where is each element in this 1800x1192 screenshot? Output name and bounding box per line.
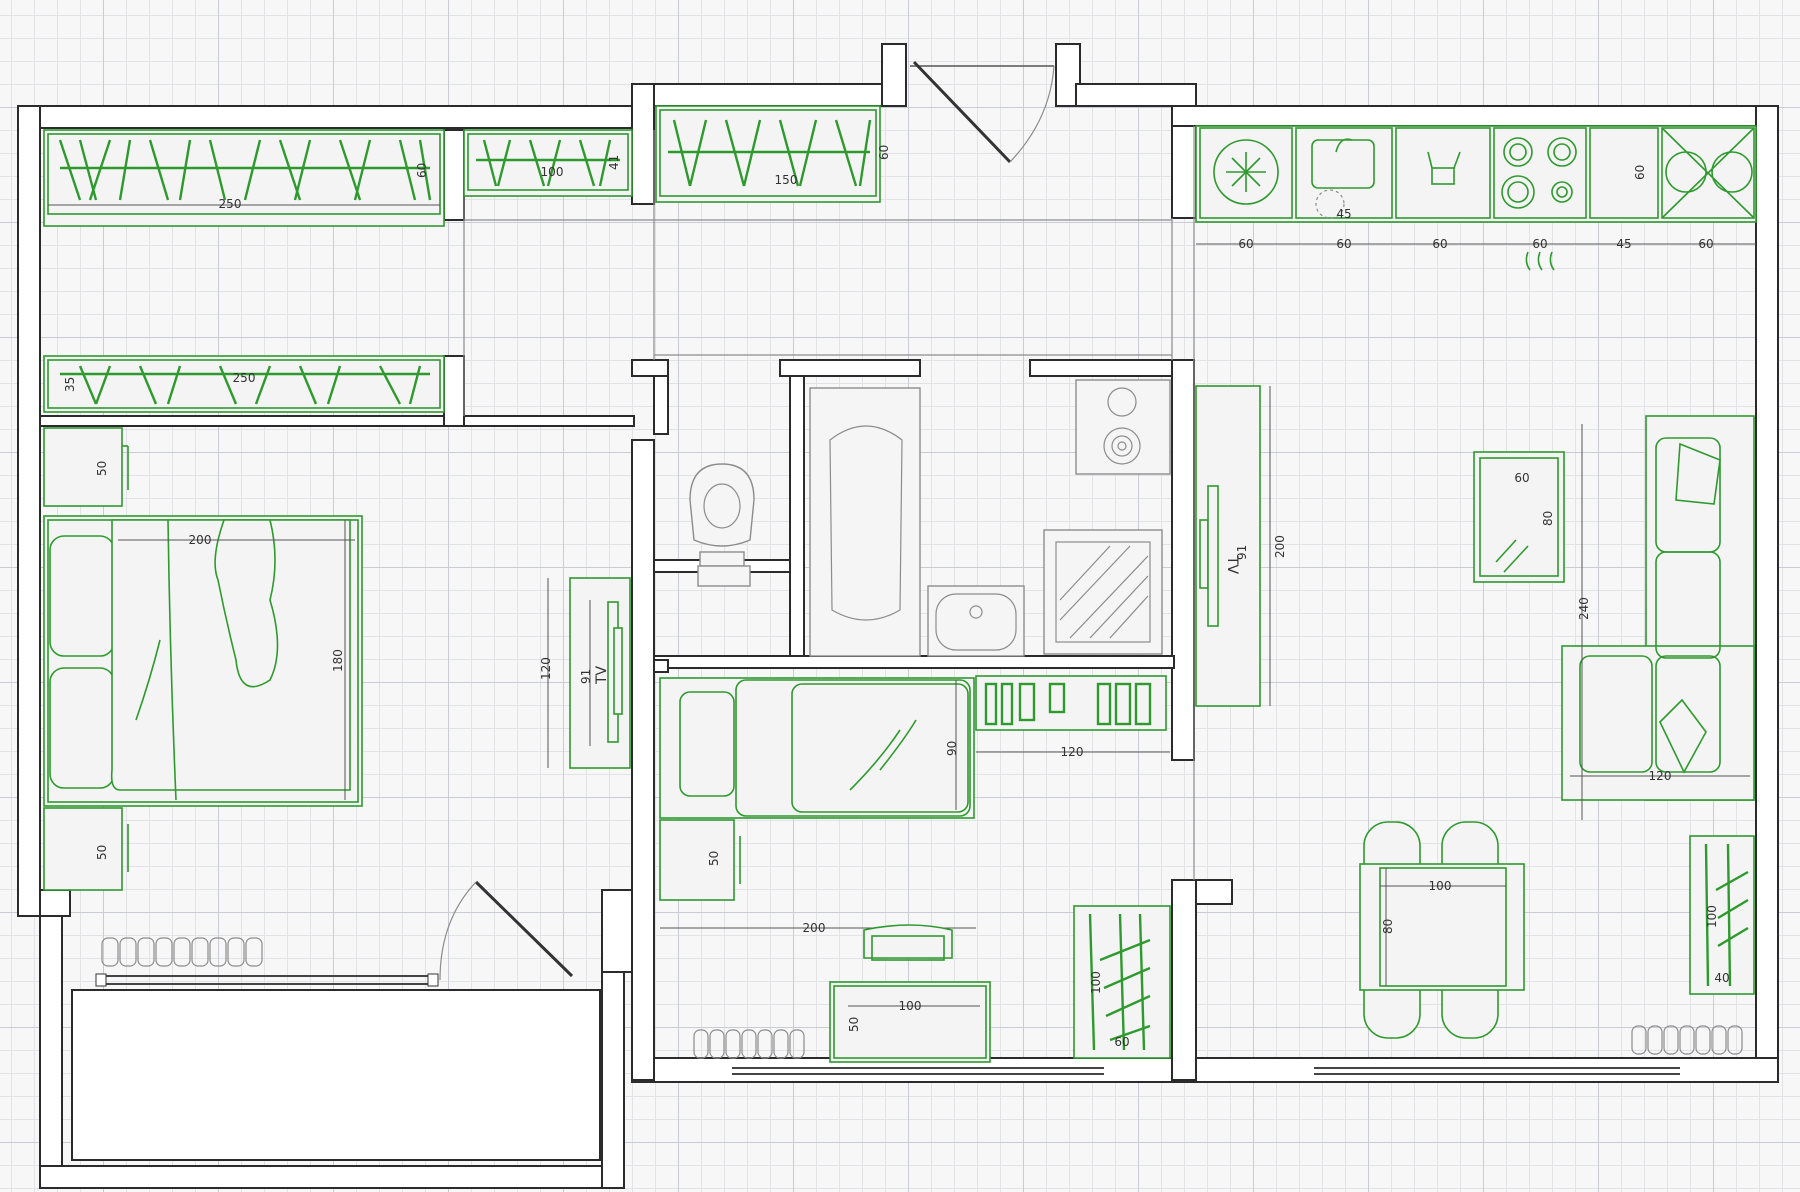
bathtub	[809, 387, 921, 657]
wardrobe-bottom-depth: 35	[63, 377, 77, 392]
kitchen-dimensions: 60 60 60 60 45 60	[1196, 237, 1756, 271]
interior-walls	[39, 129, 1195, 761]
balcony	[71, 989, 601, 1161]
bed-width: 200	[189, 533, 212, 547]
kid-shelf-width: 120	[1061, 745, 1084, 759]
living-tv-label: TV	[1224, 555, 1240, 575]
oven-microwave	[1661, 127, 1755, 219]
kid-window	[732, 1067, 1104, 1075]
bedroom-radiator	[101, 937, 263, 967]
desk-depth: 50	[847, 1017, 861, 1032]
sink-bowl-size: 45	[1336, 207, 1351, 221]
hall: 100 41 150 60	[463, 105, 891, 203]
shower-tray	[1043, 529, 1163, 655]
kid-nightstand: 50	[659, 819, 741, 901]
living-shelf-height: 100	[1705, 905, 1719, 928]
balcony-door	[95, 880, 574, 987]
bedroom-tv-unit: 120 91 TV	[539, 577, 631, 769]
wardrobe-top-depth: 60	[415, 163, 429, 178]
sink	[927, 585, 1025, 657]
bedroom-tv-unit-length: 120	[539, 657, 553, 680]
living-room: 45 60	[1195, 125, 1757, 1075]
bedroom-tv-width: 91	[579, 669, 593, 684]
bedroom: 250 60 250 35 50 50	[43, 129, 631, 987]
kid-shelf: 120	[975, 675, 1170, 759]
outer-walls	[17, 43, 1779, 1189]
sofa: 240 120	[1561, 415, 1755, 820]
kids-room: 90 120 50 200 10	[659, 675, 1171, 1075]
living-shelf: 100 40	[1689, 835, 1755, 995]
nightstand-top: 50	[43, 427, 129, 507]
living-tv-unit: TV 91 200	[1195, 385, 1287, 707]
nightstand-bottom-label: 50	[95, 845, 109, 860]
hall-shelf-width: 100	[541, 165, 564, 179]
coffee-table: 60 80	[1473, 451, 1565, 583]
toilet	[689, 463, 755, 587]
kitchen-sink: 45	[1295, 127, 1393, 221]
kid-wardrobe-height: 100	[1089, 971, 1103, 994]
living-window	[1314, 1067, 1680, 1075]
sofa-length: 240	[1577, 597, 1591, 620]
kitchen-segment-1: 60	[1238, 237, 1253, 251]
sofa-width: 120	[1649, 769, 1672, 783]
wardrobe-top-width: 250	[219, 197, 242, 211]
kitchen-depth: 60	[1633, 165, 1647, 180]
living-shelf-depth: 40	[1714, 971, 1729, 985]
washer-dryer	[1075, 379, 1171, 475]
double-bed: 200 180	[43, 515, 363, 807]
kid-wardrobe: 100 60	[1073, 905, 1171, 1059]
desk: 100 50	[829, 924, 991, 1063]
entrance-door	[910, 60, 1055, 164]
kitchen-segment-2: 60	[1336, 237, 1351, 251]
hall-wardrobe-width: 150	[775, 173, 798, 187]
kitchen-counter: 45 60	[1195, 125, 1757, 223]
counter-segment: 60	[1589, 127, 1659, 219]
kitchen-segment-5: 45	[1616, 237, 1631, 251]
dining-set: 100 80	[1359, 821, 1525, 1039]
bathroom	[689, 379, 1171, 657]
kid-nightstand-label: 50	[707, 851, 721, 866]
fridge	[1199, 127, 1293, 219]
dishwasher	[1395, 127, 1491, 219]
hall-shelf: 100 41	[463, 129, 633, 197]
wardrobe-top: 250 60	[43, 129, 445, 227]
kid-wardrobe-depth: 60	[1114, 1035, 1129, 1049]
hall-shelf-depth: 41	[607, 155, 621, 170]
living-radiator	[1631, 1025, 1743, 1055]
kid-bed: 90	[659, 677, 975, 819]
coffee-table-length: 80	[1541, 511, 1555, 526]
bedroom-tv-label: TV	[594, 665, 610, 685]
dining-table-length: 80	[1381, 919, 1395, 934]
cooktop	[1493, 127, 1587, 219]
coffee-table-width: 60	[1514, 471, 1529, 485]
kitchen-segment-3: 60	[1432, 237, 1447, 251]
living-tv-width: 91	[1235, 545, 1249, 560]
kid-bed-width: 90	[945, 741, 959, 756]
wardrobe-bottom-width: 250	[233, 371, 256, 385]
kitchen-segment-6: 60	[1698, 237, 1713, 251]
dining-table-width: 100	[1429, 879, 1452, 893]
kitchen-segment-4: 60	[1532, 237, 1547, 251]
living-tv-unit-length: 200	[1273, 535, 1287, 558]
desk-width: 100	[899, 999, 922, 1013]
kid-bed-length: 200	[803, 921, 826, 935]
nightstand-top-label: 50	[95, 461, 109, 476]
hall-wardrobe-depth: 60	[877, 145, 891, 160]
hall-wardrobe: 150 60	[655, 105, 891, 203]
wardrobe-bottom: 250 35	[43, 355, 445, 413]
bed-length: 180	[331, 649, 345, 672]
nightstand-bottom: 50	[43, 807, 129, 891]
kid-radiator	[693, 1029, 805, 1059]
